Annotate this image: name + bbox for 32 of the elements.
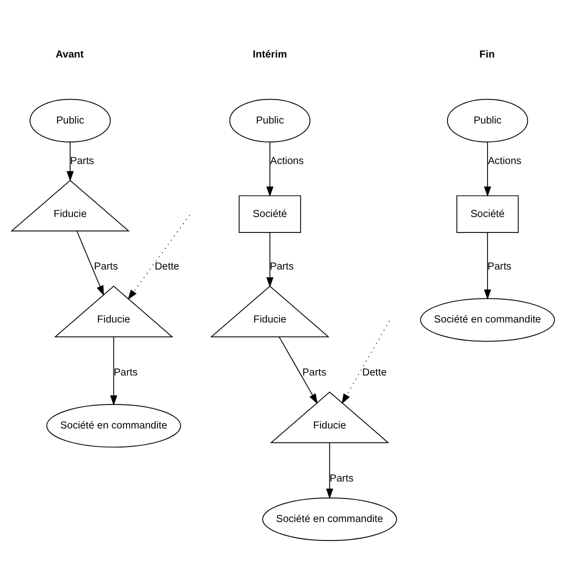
- arrow: [326, 442, 334, 498]
- node-ellipse: Public: [447, 98, 528, 142]
- edge-label: Parts: [488, 261, 512, 272]
- label: Intérim: [252, 49, 287, 60]
- edge-label: Parts: [114, 367, 138, 378]
- arrow: [128, 214, 190, 300]
- label: Avant: [56, 49, 84, 60]
- node-box: Société: [238, 194, 302, 232]
- node-ellipse: Société en commandite: [262, 496, 398, 541]
- edge-label: Parts: [330, 472, 354, 484]
- node-ellipse: Société en commandite: [420, 298, 555, 342]
- edge-label: Dette: [362, 367, 387, 378]
- arrow: [76, 230, 104, 296]
- label: Fin: [479, 49, 495, 60]
- edge-label: Parts: [70, 155, 94, 166]
- arrow: [266, 141, 274, 196]
- arrow: [110, 336, 118, 406]
- arrow: [342, 320, 390, 404]
- node-ellipse: Public: [30, 98, 111, 142]
- node-ellipse: Société en commandite: [46, 404, 182, 448]
- arrow: [484, 141, 492, 196]
- arrow: [278, 336, 318, 404]
- edge-label: Parts: [94, 261, 118, 272]
- edge-label: Parts: [270, 261, 294, 272]
- edge-label: Dette: [154, 261, 180, 272]
- edge-label: Parts: [302, 367, 326, 378]
- arrow: [484, 232, 492, 300]
- edge-label: Actions: [488, 155, 522, 166]
- node-ellipse: Public: [229, 98, 310, 142]
- arrow: [266, 232, 274, 287]
- node-box: Société: [456, 194, 519, 232]
- arrow: [66, 141, 74, 181]
